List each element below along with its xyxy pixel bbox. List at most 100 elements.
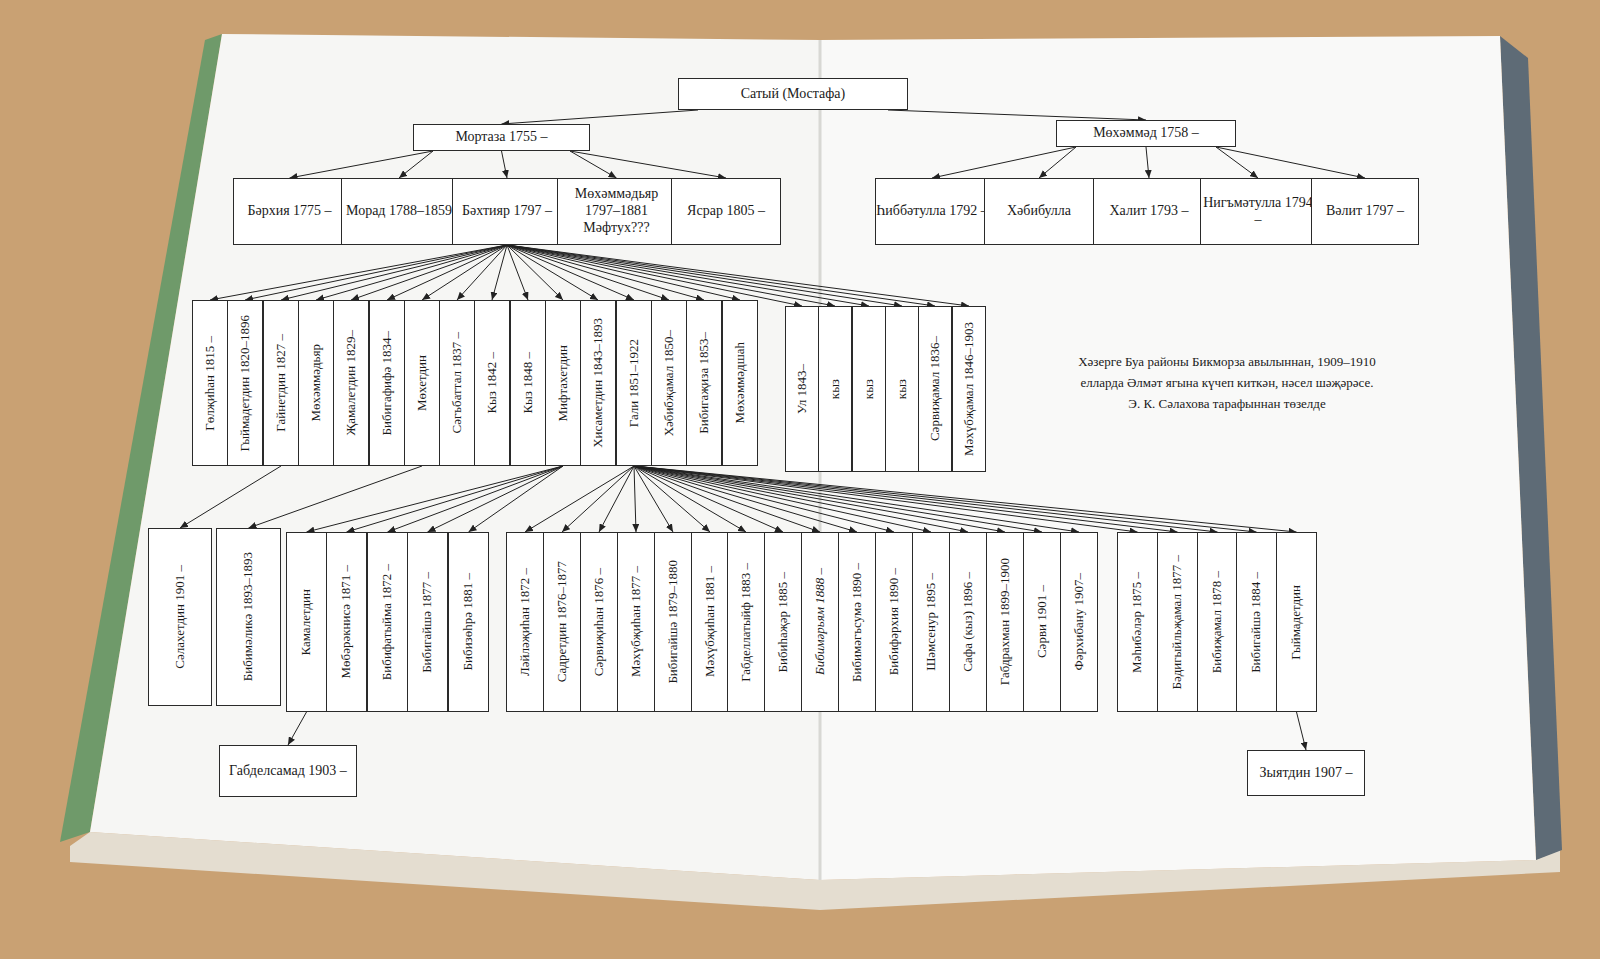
person-box: Мөхәммәд 1758 –	[1056, 120, 1236, 147]
person-box: Халит 1793 –	[1093, 178, 1205, 245]
person-cell: Бибигайшә 1877 –	[407, 532, 448, 712]
person-name: Бәхтияр 1797 –	[462, 203, 552, 220]
person-name: кыз	[828, 379, 843, 399]
person-cell: Бибимәликә 1893–1893	[216, 528, 281, 706]
person-cell: Хәбибҗамал 1850–	[651, 300, 687, 466]
person-cell: Бибифәрхия 1890 –	[875, 532, 913, 712]
person-cell: Сәлахетдин 1901 –	[148, 528, 212, 706]
person-name: Бибигаҗиза 1853–	[697, 332, 712, 434]
person-cell: Мәһибәләр 1875 –	[1117, 532, 1158, 712]
descent-arrow	[387, 245, 507, 300]
person-name: кыз	[862, 379, 877, 399]
descent-arrow	[428, 466, 564, 532]
person-cell: Габделлатыйф 1883 –	[727, 532, 765, 712]
person-name: Бибигайшә 1884 –	[1249, 572, 1264, 673]
person-name: Мәхүбҗиһан 1877 –	[629, 566, 644, 677]
person-name: Мөхәммәд 1758 –	[1093, 125, 1199, 142]
descent-arrow	[888, 110, 1146, 120]
person-name: Мөхәммәдьяр 1797–1881 Мәфтух???	[558, 186, 675, 236]
person-box: Һиббәтулла 1792 –	[875, 178, 989, 245]
person-cell: Бибигафифә 1834–	[369, 300, 405, 466]
person-name: Вәлит 1797 –	[1326, 203, 1404, 220]
person-name: Гали 1851–1922	[627, 339, 642, 427]
person-cell: Сафа (кыз) 1896 –	[949, 532, 987, 712]
person-name: Сәрвиҗиһан 1876 –	[592, 568, 607, 676]
person-name: Бәдигыйльҗамал 1877 –	[1170, 555, 1185, 690]
person-cell: Бибимәрьям 1888 –	[801, 532, 839, 712]
descent-arrow	[1297, 712, 1307, 750]
person-name: Хисаметдин 1843–1893	[591, 318, 606, 448]
person-name: Сәрви 1901 –	[1035, 585, 1050, 658]
person-name: Бибигайшә 1877 –	[420, 572, 435, 673]
person-name: Сатый (Мостафа)	[741, 86, 845, 103]
person-cell: Мөхетдин	[404, 300, 440, 466]
person-cell: Гыймадетдин 1820–1896	[227, 300, 263, 466]
person-name: Сафа (кыз) 1896 –	[961, 572, 976, 672]
person-name: Бибимәликә 1893–1893	[241, 552, 256, 681]
person-name: Морад 1788–1859	[346, 203, 452, 220]
caption: Хәзерге Буа районы Бикморза авылыннан, 1…	[1068, 352, 1386, 394]
person-cell: Садретдин 1876–1877	[543, 532, 581, 712]
person-name: Гайнетдин 1827 –	[274, 334, 289, 432]
descent-arrow	[562, 466, 634, 532]
person-cell: Бибигаҗиза 1853–	[686, 300, 722, 466]
person-cell: Ул 1843–	[785, 306, 819, 472]
author-note: Э. К. Сәлахова тарафыннан төзелде	[1068, 394, 1386, 415]
person-name: Мөхәммәдьяр	[309, 344, 324, 422]
person-name: Шәмсенур 1895 –	[924, 573, 939, 671]
person-cell: Габдрахман 1899–1900	[986, 532, 1024, 712]
person-cell: Ләйләҗиһан 1872 –	[506, 532, 544, 712]
descent-arrow	[469, 466, 564, 532]
person-name: Мәхүбҗиһан 1881 –	[703, 566, 718, 677]
person-name: Мәхүбҗамал 1846–1903	[962, 322, 977, 456]
person-name: Сәгъбаттал 1837 –	[450, 332, 465, 433]
person-name: Ясрар 1805 –	[687, 203, 765, 220]
person-cell: Хисаметдин 1843–1893	[580, 300, 616, 466]
descent-arrow	[634, 466, 1079, 532]
person-name: Гөлҗиһан 1815 –	[203, 336, 218, 431]
descent-arrow	[210, 245, 507, 300]
descent-arrow	[1216, 147, 1365, 178]
person-name: Сәрвиҗамал 1836–	[928, 336, 943, 441]
person-cell: Бибигайшә 1884 –	[1236, 532, 1277, 712]
person-cell: кыз	[818, 306, 852, 472]
person-cell: Бибимәгъсумә 1890 –	[838, 532, 876, 712]
descent-arrow	[507, 245, 835, 306]
person-cell: Кыз 1848 –	[510, 300, 546, 466]
person-name: Зыятдин 1907 –	[1260, 765, 1353, 782]
descent-arrow	[307, 466, 564, 532]
person-name: Нигъмәтулла 1794 –	[1201, 195, 1315, 229]
descent-arrow	[245, 245, 507, 300]
person-cell: Гайнетдин 1827 –	[263, 300, 299, 466]
descent-arrow	[502, 110, 699, 124]
descent-arrow	[634, 466, 636, 532]
person-cell: Бибифатыйма 1872 –	[367, 532, 408, 712]
person-name: Бибифәрхия 1890 –	[887, 568, 902, 675]
person-name: Бибимәрьям 1888 –	[813, 568, 828, 675]
person-name: Габделлатыйф 1883 –	[739, 563, 754, 682]
person-name: Бибимәгъсумә 1890 –	[850, 563, 865, 682]
person-name: Сәлахетдин 1901 –	[173, 565, 188, 669]
descent-arrow	[570, 151, 726, 178]
person-cell: Мөхәммәдшаһ	[722, 300, 758, 466]
person-name: Кыз 1848 –	[521, 352, 536, 414]
person-name: кыз	[895, 379, 910, 399]
descent-arrow	[507, 245, 802, 306]
descent-arrow	[634, 466, 1042, 532]
descent-arrow	[634, 466, 1138, 532]
person-box: Габделсамад 1903 –	[219, 745, 357, 797]
descent-arrow	[457, 245, 507, 300]
person-name: Фәрхибану 1907–	[1072, 573, 1087, 671]
person-cell: Гали 1851–1922	[616, 300, 652, 466]
person-name: Бибигайшә 1879–1880	[666, 560, 681, 684]
person-cell: Бибигайшә 1879–1880	[654, 532, 692, 712]
person-cell: кыз	[852, 306, 886, 472]
descent-arrow	[492, 245, 507, 300]
person-cell: Бәдигыйльҗамал 1877 –	[1157, 532, 1198, 712]
person-name: Габдрахман 1899–1900	[998, 558, 1013, 685]
descent-arrow	[316, 245, 507, 300]
descent-arrow	[507, 245, 935, 306]
person-name: Ул 1843–	[795, 364, 810, 414]
